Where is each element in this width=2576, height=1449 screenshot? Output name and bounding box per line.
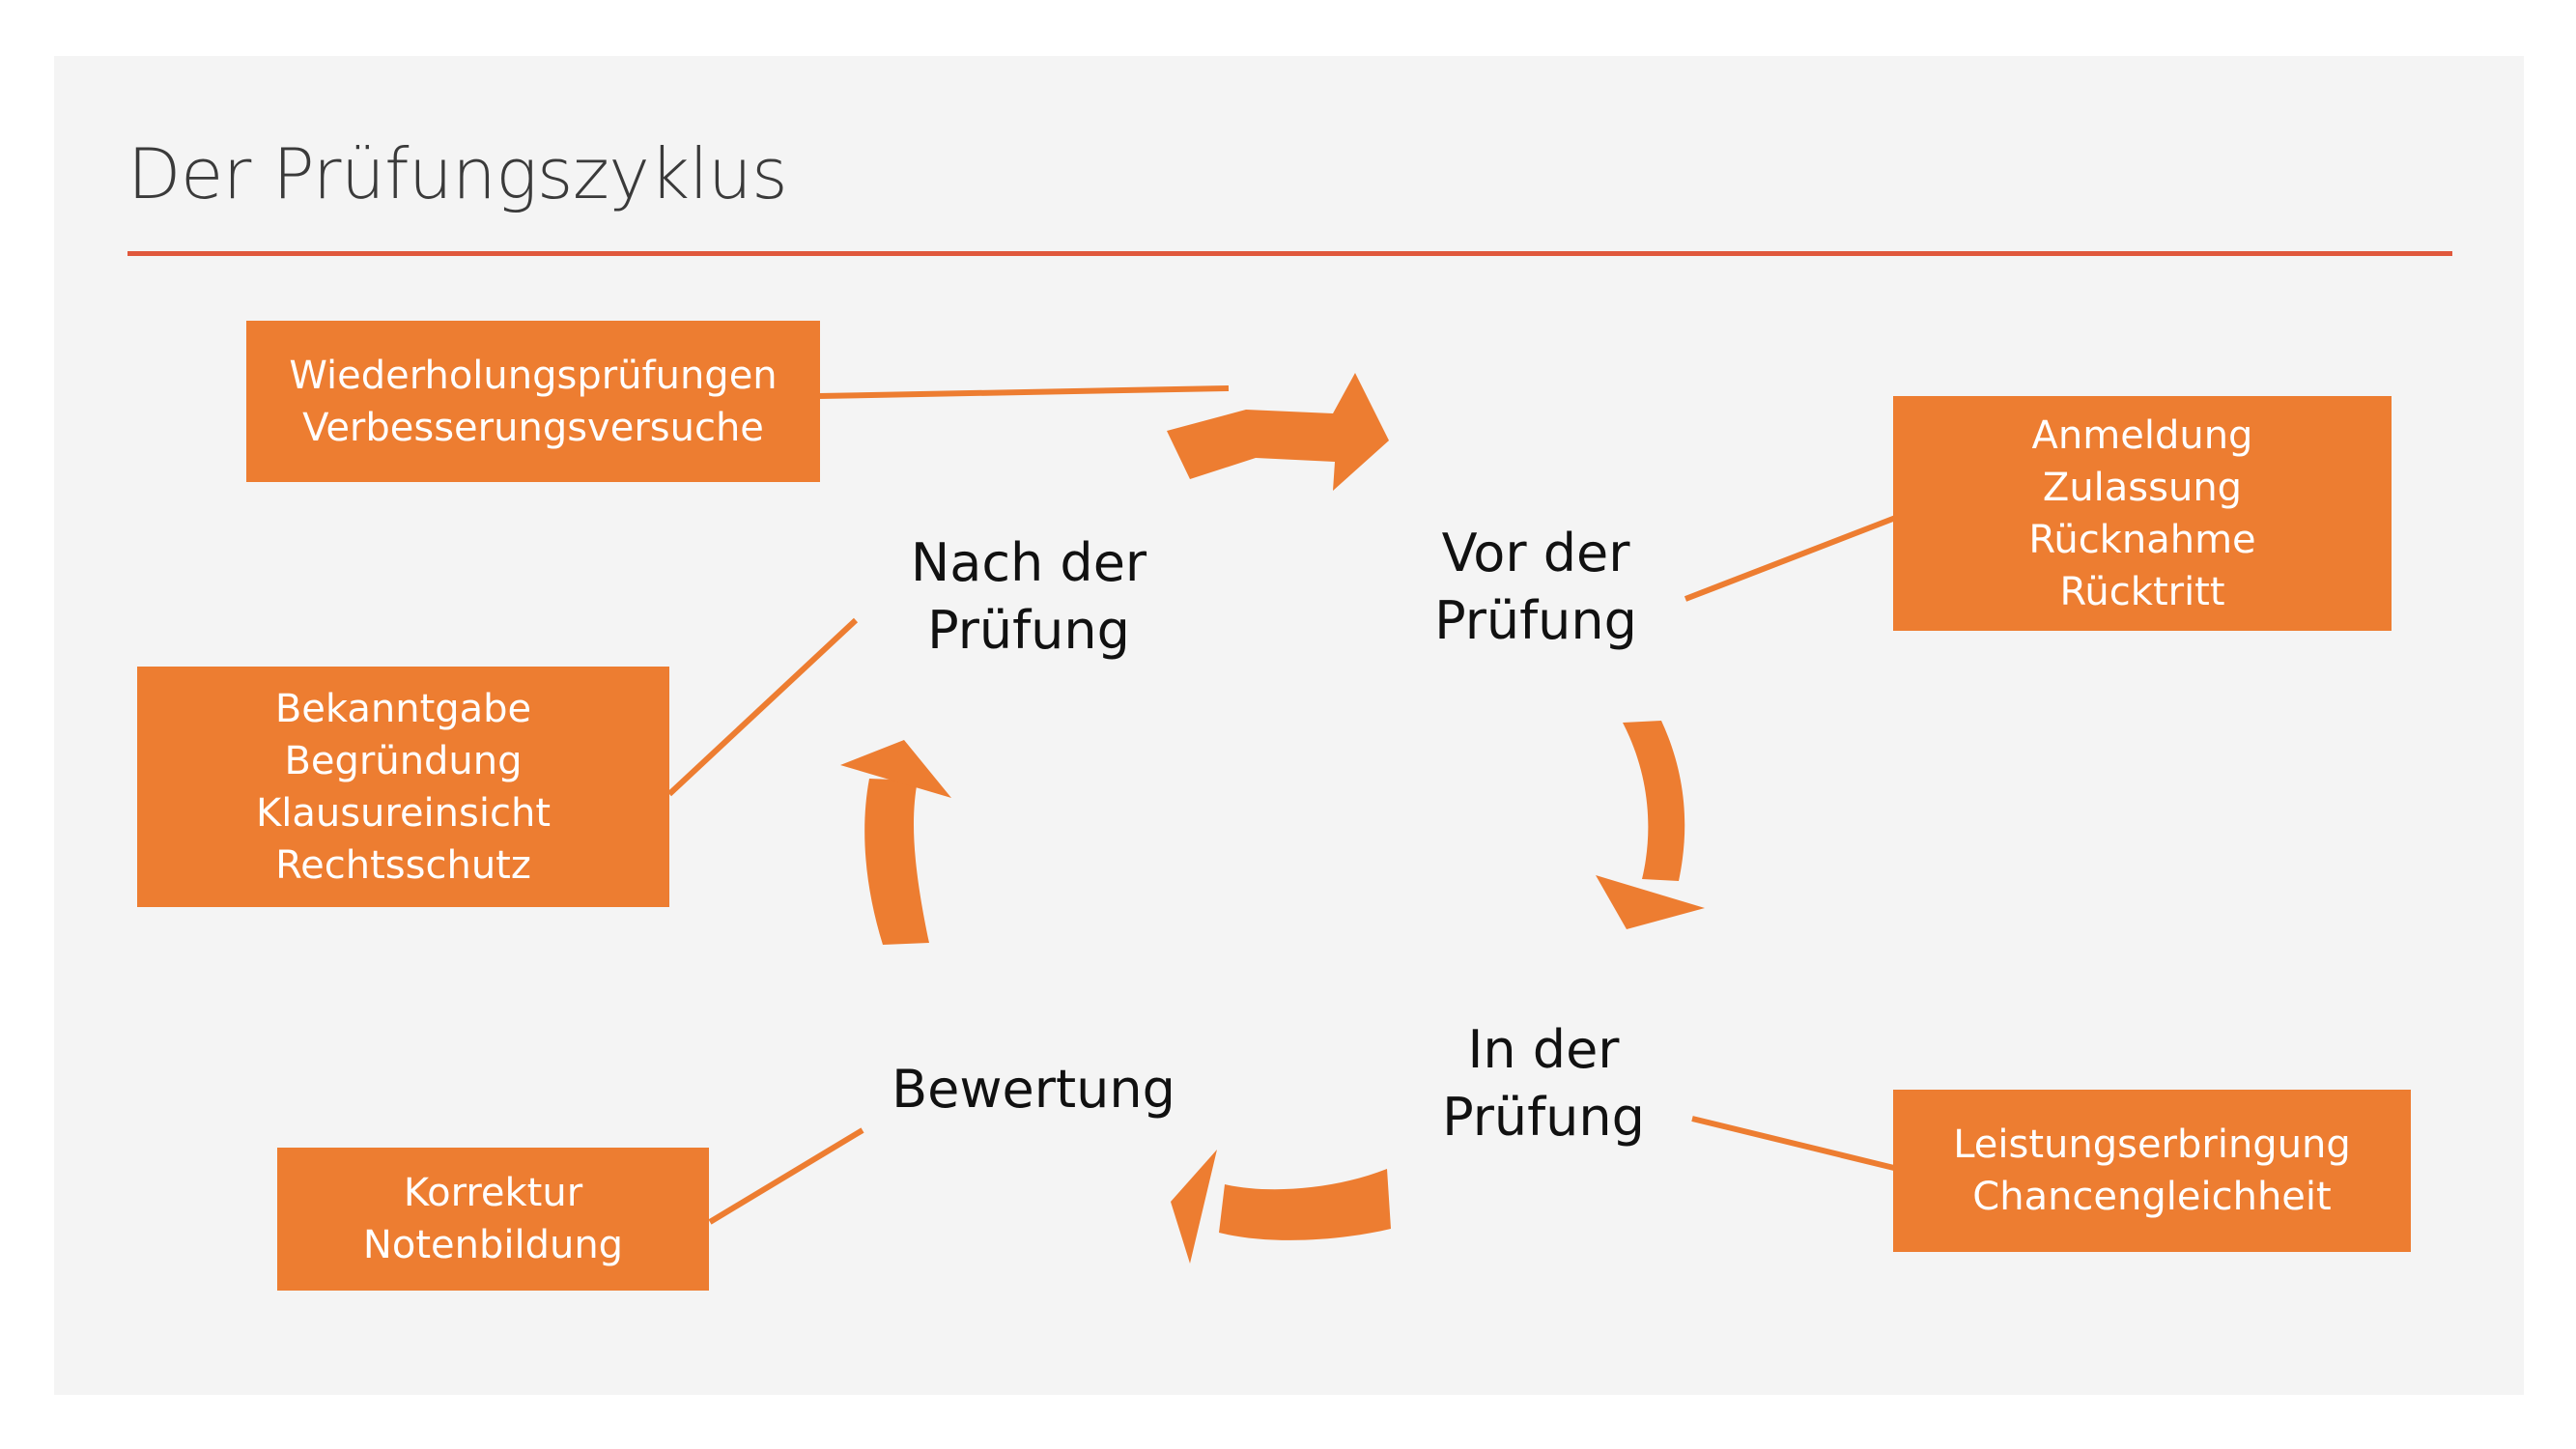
box-during-line1: Leistungserbringung (1953, 1122, 2351, 1167)
connector-before (1684, 514, 1900, 602)
box-after-line2: Begründung (284, 738, 523, 783)
box-before-line2: Zulassung (2042, 465, 2243, 510)
cycle-arrow-before-to-during (1623, 721, 1685, 881)
box-grading-line1: Korrektur (403, 1171, 583, 1215)
box-grading: Korrektur Notenbildung (277, 1148, 709, 1291)
stage-before-line2: Prüfung (1434, 590, 1637, 651)
stage-during: In der Prüfung (1389, 1016, 1698, 1151)
connector-repeat (818, 385, 1230, 399)
box-after-line4: Rechtsschutz (275, 842, 531, 888)
stage-after-line1: Nach der (910, 532, 1147, 593)
stage-during-line2: Prüfung (1442, 1087, 1645, 1148)
box-repeat-line2: Verbesserungsversuche (302, 405, 764, 450)
cycle-arrow-during-to-grading (1219, 1169, 1391, 1240)
box-grading-line2: Notenbildung (362, 1223, 624, 1267)
stage-after-line2: Prüfung (927, 600, 1130, 661)
cycle-arrow-during-to-grading-head (1171, 1150, 1217, 1264)
stage-after: Nach der Prüfung (874, 529, 1183, 665)
stage-grading-line1: Bewertung (892, 1059, 1175, 1120)
title-underline (127, 251, 2452, 256)
box-after-line3: Klausureinsicht (255, 790, 552, 836)
connector-after (666, 617, 859, 797)
stage-before-line1: Vor der (1441, 523, 1630, 583)
connector-grading (708, 1127, 864, 1225)
box-during-line2: Chancengleichheit (1972, 1175, 2332, 1219)
stage-before: Vor der Prüfung (1381, 520, 1690, 655)
cycle-arrow-before-to-during-head (1596, 875, 1705, 929)
cycle-arrow-grading-to-after (864, 779, 929, 945)
box-after: Bekanntgabe Begründung Klausureinsicht R… (137, 667, 669, 907)
slide-title: Der Prüfungszyklus (127, 133, 788, 214)
stage-during-line1: In der (1467, 1019, 1620, 1080)
cycle-arrow-grading-to-after-head (840, 740, 951, 798)
box-repeat-line1: Wiederholungsprüfungen (289, 353, 778, 398)
box-before-line3: Rücknahme (2028, 517, 2256, 562)
cycle-arrow-after-to-before-head (1167, 373, 1389, 491)
box-after-line1: Bekanntgabe (274, 686, 532, 731)
box-before-line1: Anmeldung (2031, 412, 2253, 458)
box-during: Leistungserbringung Chancengleichheit (1893, 1090, 2411, 1252)
box-before: Anmeldung Zulassung Rücknahme Rücktritt (1893, 396, 2392, 631)
stage-grading: Bewertung (850, 1056, 1217, 1123)
box-repeat: Wiederholungsprüfungen Verbesserungsvers… (246, 321, 820, 482)
box-before-line4: Rücktritt (2059, 569, 2225, 614)
connector-during (1691, 1116, 1899, 1172)
